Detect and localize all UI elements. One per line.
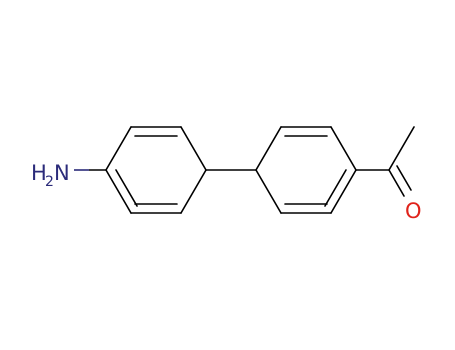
bond: [105, 169, 132, 214]
methyl-bond: [388, 126, 415, 171]
ring-b: [255, 126, 357, 214]
ring-a: [105, 126, 207, 214]
carbonyl-bond: [388, 169, 405, 197]
bond: [255, 126, 282, 171]
bond: [330, 169, 357, 214]
bond: [180, 169, 207, 214]
bond: [330, 126, 357, 171]
bond: [324, 169, 347, 207]
carbonyl-bond: [396, 165, 412, 191]
bond: [105, 126, 132, 171]
amine-h-count: 2: [45, 174, 54, 190]
amine-n-label: N: [54, 161, 70, 185]
bond: [180, 126, 207, 171]
amine-h-label: H: [31, 161, 47, 185]
bond: [255, 169, 282, 214]
oxygen-label: O: [405, 199, 422, 223]
bond: [115, 169, 138, 207]
